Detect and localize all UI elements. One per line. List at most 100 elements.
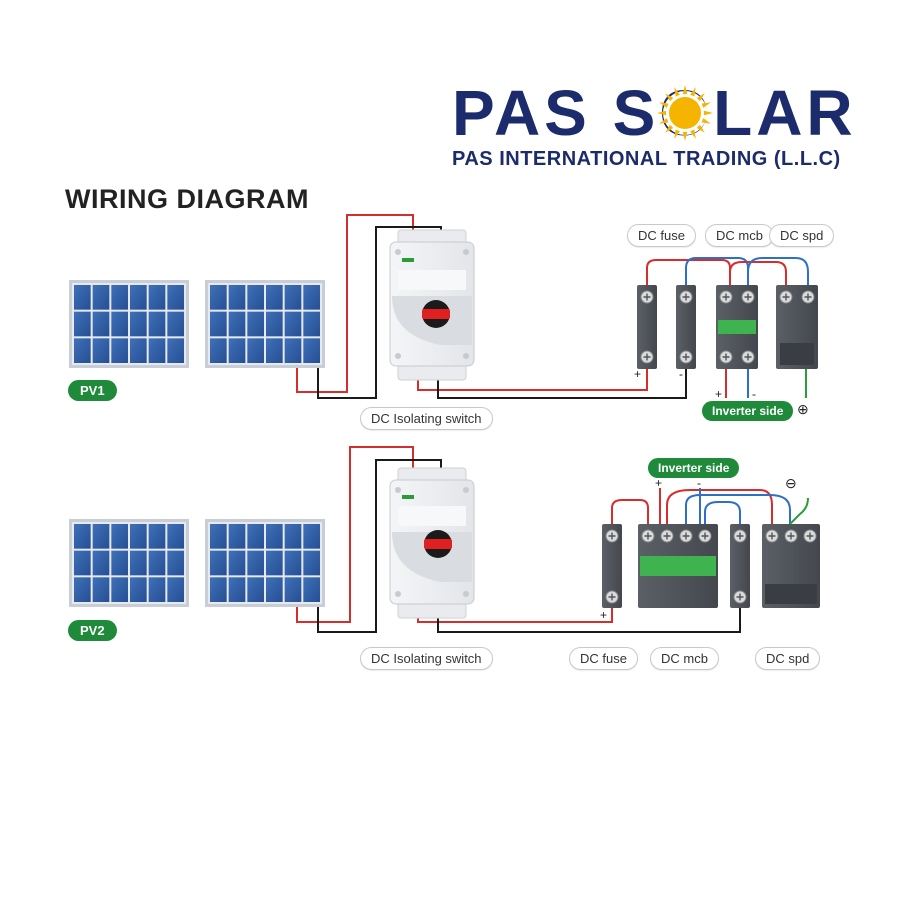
solar-cell <box>247 550 264 576</box>
solar-cell <box>92 285 110 310</box>
wire-positive <box>666 489 773 524</box>
solar-cell <box>266 311 283 337</box>
wire-negative-blue <box>685 257 749 285</box>
solar-cell <box>210 338 227 363</box>
wire-positive <box>296 214 414 393</box>
solar-cell <box>74 550 91 576</box>
upper-dc-mcb-label: DC mcb <box>705 224 774 247</box>
solar-cell <box>74 285 91 310</box>
solar-cell <box>303 311 320 337</box>
solar-cell <box>210 285 227 310</box>
wire-negative-blue <box>704 501 741 524</box>
wire-negative-blue <box>747 257 809 285</box>
dc-fuse-icon <box>730 524 750 608</box>
solar-cell <box>266 550 283 576</box>
solar-cell <box>167 338 184 363</box>
solar-cell <box>303 338 320 363</box>
solar-cell <box>303 285 320 310</box>
solar-panel-cells <box>74 285 184 363</box>
solar-cell <box>92 311 110 337</box>
solar-cell <box>148 338 166 363</box>
solar-cell <box>130 550 147 576</box>
solar-cell <box>111 524 128 549</box>
isolator-switch-icon <box>389 229 475 381</box>
solar-cell <box>130 285 147 310</box>
solar-cell <box>167 550 184 576</box>
solar-cell <box>228 524 246 549</box>
solar-cell <box>247 524 264 549</box>
solar-cell <box>303 550 320 576</box>
wire-negative <box>317 459 442 633</box>
solar-cell <box>111 338 128 363</box>
solar-cell <box>92 577 110 602</box>
upper-dc-spd-label: DC spd <box>769 224 835 247</box>
dc-mcb-icon <box>716 285 758 369</box>
solar-cell <box>266 524 283 549</box>
ground-symbol-icon: ⊖ <box>785 475 797 491</box>
solar-cell <box>111 550 128 576</box>
lower-switch-label: DC Isolating switch <box>360 647 493 670</box>
solar-cell <box>228 338 246 363</box>
solar-cell <box>303 524 320 549</box>
lower-dc-spd-label: DC spd <box>755 647 821 670</box>
solar-cell <box>247 577 264 602</box>
solar-cell <box>167 311 184 337</box>
dc-spd-icon <box>762 524 820 608</box>
polarity-minus: - <box>752 387 756 401</box>
dc-fuse-icon <box>637 285 657 369</box>
solar-cell <box>130 577 147 602</box>
solar-cell <box>228 311 246 337</box>
wire-positive <box>611 499 649 524</box>
solar-cell <box>228 550 246 576</box>
lower-dc-fuse-label: DC fuse <box>569 647 638 670</box>
polarity-minus: - <box>697 476 701 490</box>
solar-cell <box>74 338 91 363</box>
pv2-label: PV2 <box>68 620 117 641</box>
wire-positive <box>417 368 648 391</box>
solar-cell <box>167 577 184 602</box>
polarity-plus: + <box>634 367 641 381</box>
solar-cell <box>284 577 302 602</box>
solar-cell <box>247 338 264 363</box>
solar-cell <box>284 524 302 549</box>
dc-spd-icon <box>776 285 818 369</box>
brand-title: PAS SOLAR <box>452 77 857 149</box>
dc-mcb-icon <box>638 524 718 608</box>
brand-subtitle: PAS INTERNATIONAL TRADING (L.L.C) <box>452 148 841 170</box>
solar-cell <box>74 524 91 549</box>
lower-inverter-side-label: Inverter side <box>648 458 740 478</box>
solar-cell <box>210 524 227 549</box>
solar-cell <box>111 311 128 337</box>
solar-cell <box>111 285 128 310</box>
solar-cell <box>92 550 110 576</box>
solar-cell <box>266 285 283 310</box>
wire-negative-blue <box>685 494 791 524</box>
upper-inverter-side-label: Inverter side <box>702 401 794 421</box>
solar-cell <box>74 577 91 602</box>
solar-panel-cells <box>210 524 320 602</box>
solar-cell <box>210 550 227 576</box>
solar-cell <box>247 311 264 337</box>
upper-switch-label: DC Isolating switch <box>360 407 493 430</box>
lower-system <box>69 446 820 633</box>
polarity-plus: + <box>600 608 607 622</box>
wire-positive <box>296 446 414 623</box>
dc-fuse-icon <box>676 285 696 369</box>
solar-cell <box>92 338 110 363</box>
wire-ground <box>789 497 809 525</box>
wire-positive <box>646 259 731 285</box>
solar-cell <box>228 285 246 310</box>
solar-cell <box>148 311 166 337</box>
isolator-switch-icon <box>389 467 475 619</box>
solar-cell <box>167 524 184 549</box>
solar-cell <box>167 285 184 310</box>
solar-cell <box>284 285 302 310</box>
solar-cell <box>130 524 147 549</box>
solar-cell <box>303 577 320 602</box>
solar-cell <box>210 311 227 337</box>
wire-positive <box>729 261 787 285</box>
polarity-minus: - <box>679 367 683 381</box>
dc-fuse-icon <box>602 524 622 608</box>
solar-cell <box>130 311 147 337</box>
solar-cell <box>266 577 283 602</box>
